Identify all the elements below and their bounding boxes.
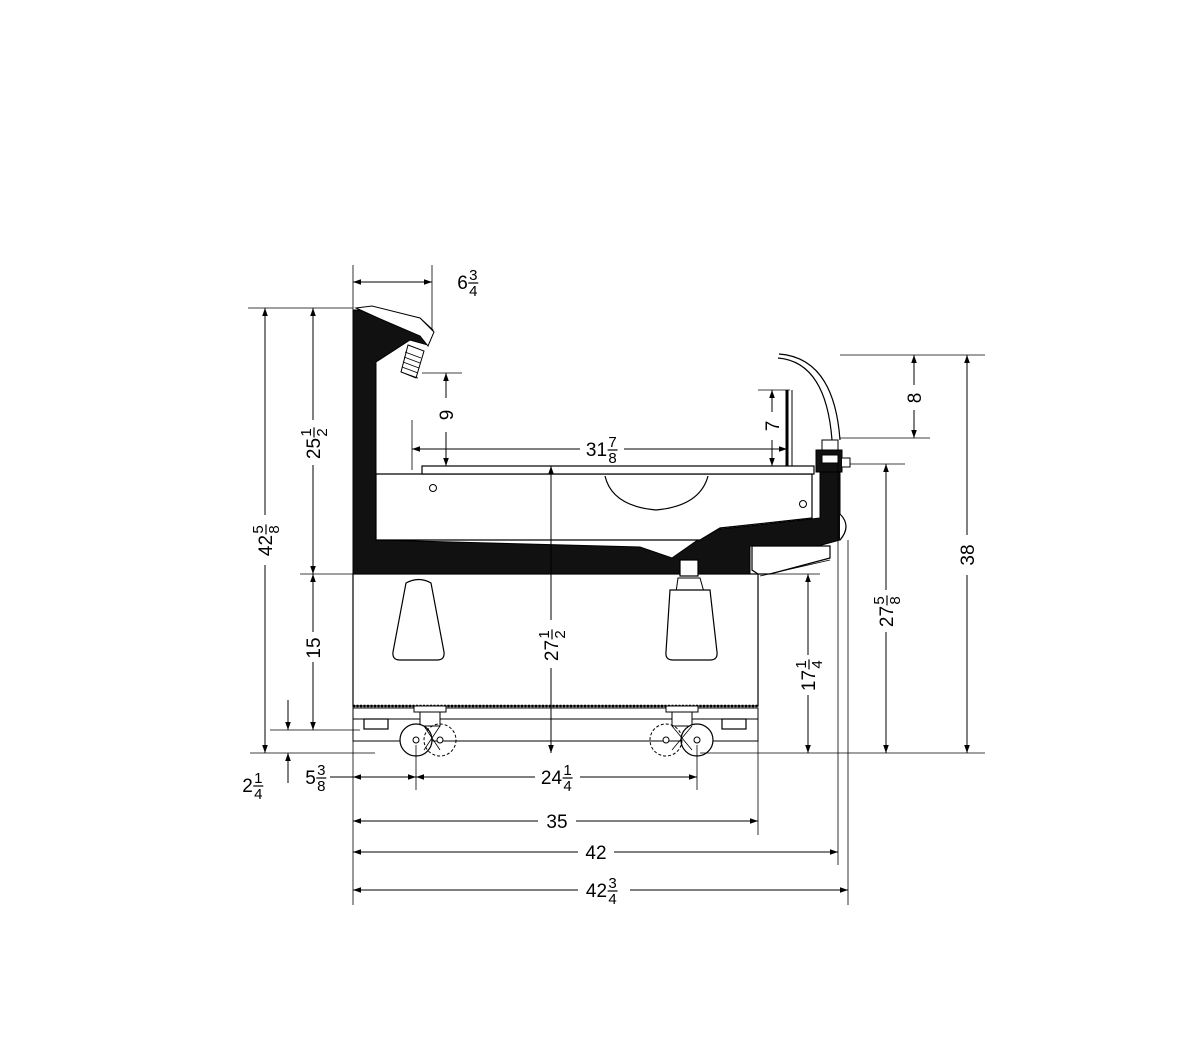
dimension-denominator: 8 bbox=[317, 778, 325, 795]
dimension-whole: 7 bbox=[763, 421, 784, 432]
caster-left bbox=[399, 705, 457, 757]
dimension-whole: 8 bbox=[905, 393, 926, 404]
dimension-whole: 17 bbox=[799, 670, 820, 691]
dimension-whole: 9 bbox=[437, 410, 458, 421]
dimension-numerator: 1 bbox=[254, 770, 262, 787]
dimension-whole: 35 bbox=[546, 812, 567, 833]
serving-shelf bbox=[421, 465, 815, 475]
dimension-whole: 5 bbox=[305, 768, 316, 789]
cabinet-outline bbox=[352, 305, 851, 757]
dimension-numerator: 5 bbox=[871, 596, 888, 604]
dimension-whole: 42 bbox=[586, 881, 607, 902]
dimension-label-d17: 42 bbox=[585, 843, 606, 864]
dimension-label-d5: 8 bbox=[905, 393, 926, 404]
extension-lines bbox=[248, 265, 985, 905]
dimension-numerator: 3 bbox=[469, 267, 477, 284]
drain-fitting bbox=[679, 559, 699, 577]
dimension-denominator: 2 bbox=[314, 428, 331, 436]
dimension-denominator: 8 bbox=[608, 450, 616, 467]
dimension-denominator: 4 bbox=[254, 786, 262, 803]
dimension-lines bbox=[262, 279, 970, 893]
dimension-whole: 42 bbox=[585, 843, 606, 864]
sneeze-guard bbox=[777, 357, 833, 441]
dimension-numerator: 1 bbox=[536, 630, 553, 638]
dimension-numerator: 1 bbox=[793, 660, 810, 668]
dimension-whole: 31 bbox=[586, 440, 607, 461]
dimension-numerator: 3 bbox=[608, 875, 616, 892]
heat-lamp bbox=[400, 344, 425, 379]
dimension-denominator: 4 bbox=[469, 283, 477, 300]
dimension-numerator: 7 bbox=[608, 434, 616, 451]
dimension-whole: 25 bbox=[304, 438, 325, 459]
dimension-label-d16: 35 bbox=[546, 812, 567, 833]
vent-panel-left bbox=[392, 578, 445, 661]
dimension-denominator: 4 bbox=[608, 891, 616, 908]
dimension-denominator: 4 bbox=[809, 660, 826, 668]
caster-right bbox=[649, 705, 714, 757]
dimension-denominator: 8 bbox=[266, 525, 283, 533]
dimension-whole: 15 bbox=[304, 637, 325, 658]
dimension-label-d9: 15 bbox=[304, 637, 325, 658]
dimension-whole: 24 bbox=[541, 768, 563, 789]
dimension-whole: 6 bbox=[457, 273, 468, 294]
dimension-numerator: 5 bbox=[250, 525, 267, 533]
vent-panel-right bbox=[665, 589, 718, 661]
dimension-label-d4: 7 bbox=[763, 421, 784, 432]
dimension-denominator: 8 bbox=[887, 596, 904, 604]
dimension-whole: 2 bbox=[242, 776, 253, 797]
dimension-whole: 27 bbox=[542, 640, 563, 661]
dimension-numerator: 1 bbox=[298, 428, 315, 436]
dimension-label-d2: 9 bbox=[437, 410, 458, 421]
dimension-numerator: 3 bbox=[317, 762, 325, 779]
dimension-whole: 42 bbox=[256, 535, 277, 556]
dimension-whole: 27 bbox=[877, 606, 898, 627]
dimension-whole: 38 bbox=[958, 544, 979, 565]
dimension-denominator: 4 bbox=[563, 778, 571, 795]
dimension-label-d6: 38 bbox=[958, 544, 979, 565]
dimension-numerator: 1 bbox=[563, 762, 571, 779]
dimension-denominator: 2 bbox=[552, 630, 569, 638]
